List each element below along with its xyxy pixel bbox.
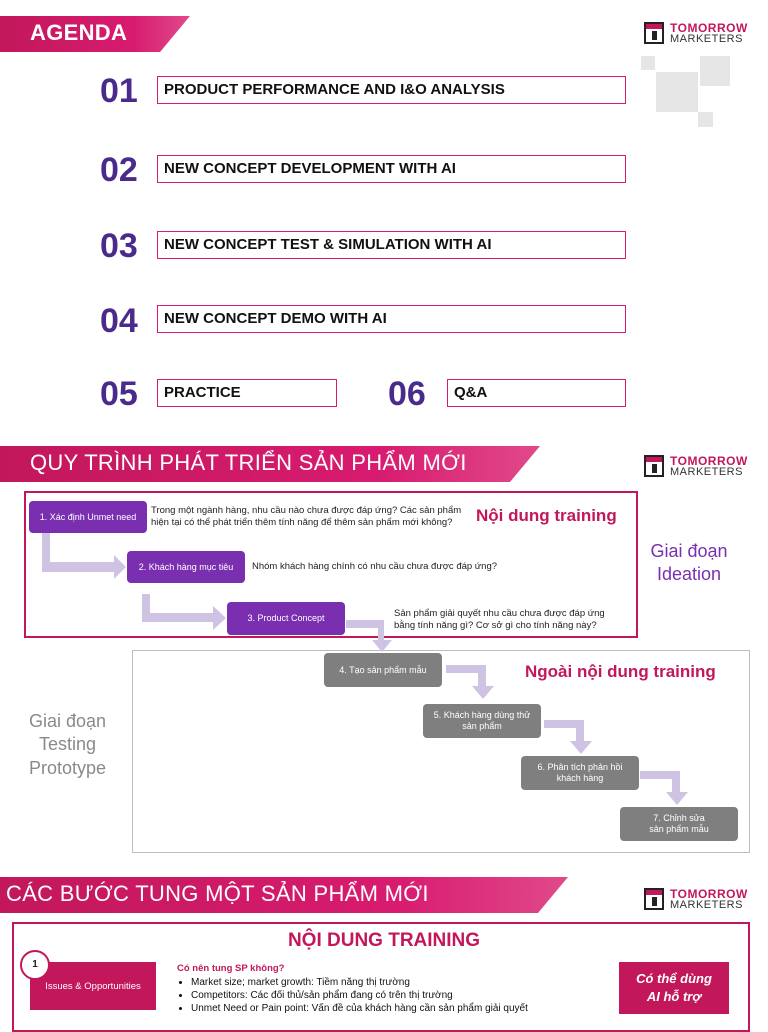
step-1: 1. Xác định Unmet need	[29, 501, 147, 533]
brand-line1: TOMORROW	[670, 21, 748, 35]
outside-training-label: Ngoài nội dung training	[525, 662, 716, 681]
agenda-banner: AGENDA	[0, 16, 190, 52]
launch-bullets: Market size; market growth: Tiềm năng th…	[177, 976, 528, 1015]
agenda-item-06: Q&A	[447, 379, 626, 407]
agenda-num-03: 03	[100, 227, 138, 265]
list-item: Unmet Need or Pain point: Vấn đề của khá…	[191, 1002, 528, 1015]
brand-line2: MARKETERS	[670, 33, 743, 45]
arrow-4-5	[446, 665, 494, 699]
agenda-num-02: 02	[100, 151, 138, 189]
logo-icon	[644, 888, 664, 910]
launch-subtitle: NỘI DUNG TRAINING	[287, 930, 481, 951]
outside-training-frame	[132, 650, 750, 853]
training-frame	[24, 491, 638, 638]
decor-square	[700, 56, 730, 86]
step-6-label-line2: khách hàng	[556, 773, 604, 783]
process-banner: QUY TRÌNH PHÁT TRIỂN SẢN PHẨM MỚI	[0, 446, 540, 482]
agenda-item-04: NEW CONCEPT DEMO WITH AI	[157, 305, 626, 333]
agenda-title: AGENDA	[30, 20, 128, 45]
step-1-label: 1. Xác định Unmet need	[39, 511, 137, 522]
brand-logo: TOMORROW MARKETERS	[644, 20, 747, 48]
logo-icon	[644, 455, 664, 477]
ai-support-line2: AI hỗ trợ	[646, 989, 702, 1004]
step-2: 2. Khách hàng mục tiêu	[127, 551, 245, 583]
step-7-label-line1: 7. Chỉnh sửa	[653, 813, 705, 824]
step-5: 5. Khách hàng dùng thử sản phẩm	[423, 704, 541, 738]
decor-square	[641, 56, 655, 70]
step-6-label-line1: 6. Phân tích phản hồi	[537, 762, 623, 773]
step-1-note-line2: hiện tại có thể phát triển thêm tính năn…	[151, 516, 453, 528]
decor-square	[698, 112, 713, 127]
launch-question: Có nên tung SP không?	[177, 963, 285, 974]
step-4-label: 4. Tạo sản phẩm mẫu	[339, 664, 427, 675]
step-7: 7. Chỉnh sửa sản phẩm mẫu	[620, 807, 738, 841]
step-2-note-line1: Nhóm khách hàng chính có nhu cầu chưa đư…	[252, 561, 498, 572]
step-7-label-line2: sản phẩm mẫu	[649, 824, 709, 834]
step-5-label-line2: sản phẩm	[462, 721, 502, 731]
step-number-badge: 1	[20, 950, 50, 980]
phase-ideation: Giai đoạn Ideation	[638, 540, 740, 587]
agenda-item-01: PRODUCT PERFORMANCE AND I&O ANALYSIS	[157, 76, 626, 104]
agenda-num-04: 04	[100, 302, 138, 340]
brand-line2: MARKETERS	[670, 466, 743, 478]
training-label: Nội dung training	[476, 506, 617, 525]
ai-support-box: Có thể dùng AI hỗ trợ	[619, 962, 729, 1014]
brand-line1: TOMORROW	[670, 454, 748, 468]
ai-support-line1: Có thể dùng	[636, 970, 712, 986]
step-5-label-line1: 5. Khách hàng dùng thử	[433, 710, 531, 721]
step-1-note-line1: Trong một ngành hàng, nhu cầu nào chưa đ…	[151, 505, 462, 516]
agenda-item-05: PRACTICE	[157, 379, 337, 407]
phase-testing-line3: Prototype	[28, 757, 107, 778]
phase-ideation-line2: Ideation	[656, 564, 722, 585]
arrow-6-7	[640, 771, 688, 805]
brand-line2: MARKETERS	[670, 899, 743, 911]
decor-square	[656, 72, 698, 112]
launch-banner: CÁC BƯỚC TUNG MỘT SẢN PHẨM MỚI	[0, 877, 568, 913]
logo-icon	[644, 22, 664, 44]
arrow-5-6	[544, 720, 592, 754]
brand-logo-2: TOMORROW MARKETERS	[644, 453, 747, 481]
agenda-num-06: 06	[388, 375, 426, 413]
step-2-label: 2. Khách hàng mục tiêu	[138, 561, 234, 572]
arrow-3-4	[346, 620, 392, 652]
step-4: 4. Tạo sản phẩm mẫu	[324, 653, 442, 687]
agenda-num-01: 01	[100, 72, 138, 110]
launch-title: CÁC BƯỚC TUNG MỘT SẢN PHẨM MỚI	[6, 881, 429, 906]
agenda-item-02: NEW CONCEPT DEVELOPMENT WITH AI	[157, 155, 626, 183]
step-3-note: Sản phẩm giải quyết nhu cầu chưa được đá…	[394, 608, 634, 632]
agenda-item-03: NEW CONCEPT TEST & SIMULATION WITH AI	[157, 231, 626, 259]
list-item: Market size; market growth: Tiềm năng th…	[191, 976, 528, 989]
phase-ideation-line1: Giai đoạn	[650, 541, 728, 561]
phase-testing: Giai đoạn Testing Prototype	[10, 710, 125, 780]
step-3: 3. Product Concept	[227, 602, 345, 635]
step-2-note: Nhóm khách hàng chính có nhu cầu chưa đư…	[252, 561, 552, 573]
process-title: QUY TRÌNH PHÁT TRIỂN SẢN PHẨM MỚI	[30, 450, 467, 475]
arrow-2-3	[142, 594, 226, 630]
agenda-num-05: 05	[100, 375, 138, 413]
brand-logo-3: TOMORROW MARKETERS	[644, 886, 747, 914]
arrow-1-2	[42, 533, 126, 579]
issues-opportunities-box: Issues & Opportunities	[30, 962, 156, 1010]
step-3-note-line1: Sản phẩm giải quyết nhu cầu chưa được đá…	[394, 608, 605, 619]
list-item: Competitors: Các đối thủ/sản phẩm đang c…	[191, 989, 528, 1002]
step-1-note: Trong một ngành hàng, nhu cầu nào chưa đ…	[151, 505, 481, 529]
phase-testing-line2: Testing	[38, 734, 97, 755]
step-6: 6. Phân tích phản hồi khách hàng	[521, 756, 639, 790]
phase-testing-line1: Giai đoạn	[28, 711, 107, 731]
step-3-label: 3. Product Concept	[247, 613, 325, 624]
step-3-note-line2: bằng tính năng gì? Cơ sở gì cho tính năn…	[394, 619, 597, 631]
issues-opportunities-label: Issues & Opportunities	[45, 980, 141, 992]
brand-line1: TOMORROW	[670, 887, 748, 901]
